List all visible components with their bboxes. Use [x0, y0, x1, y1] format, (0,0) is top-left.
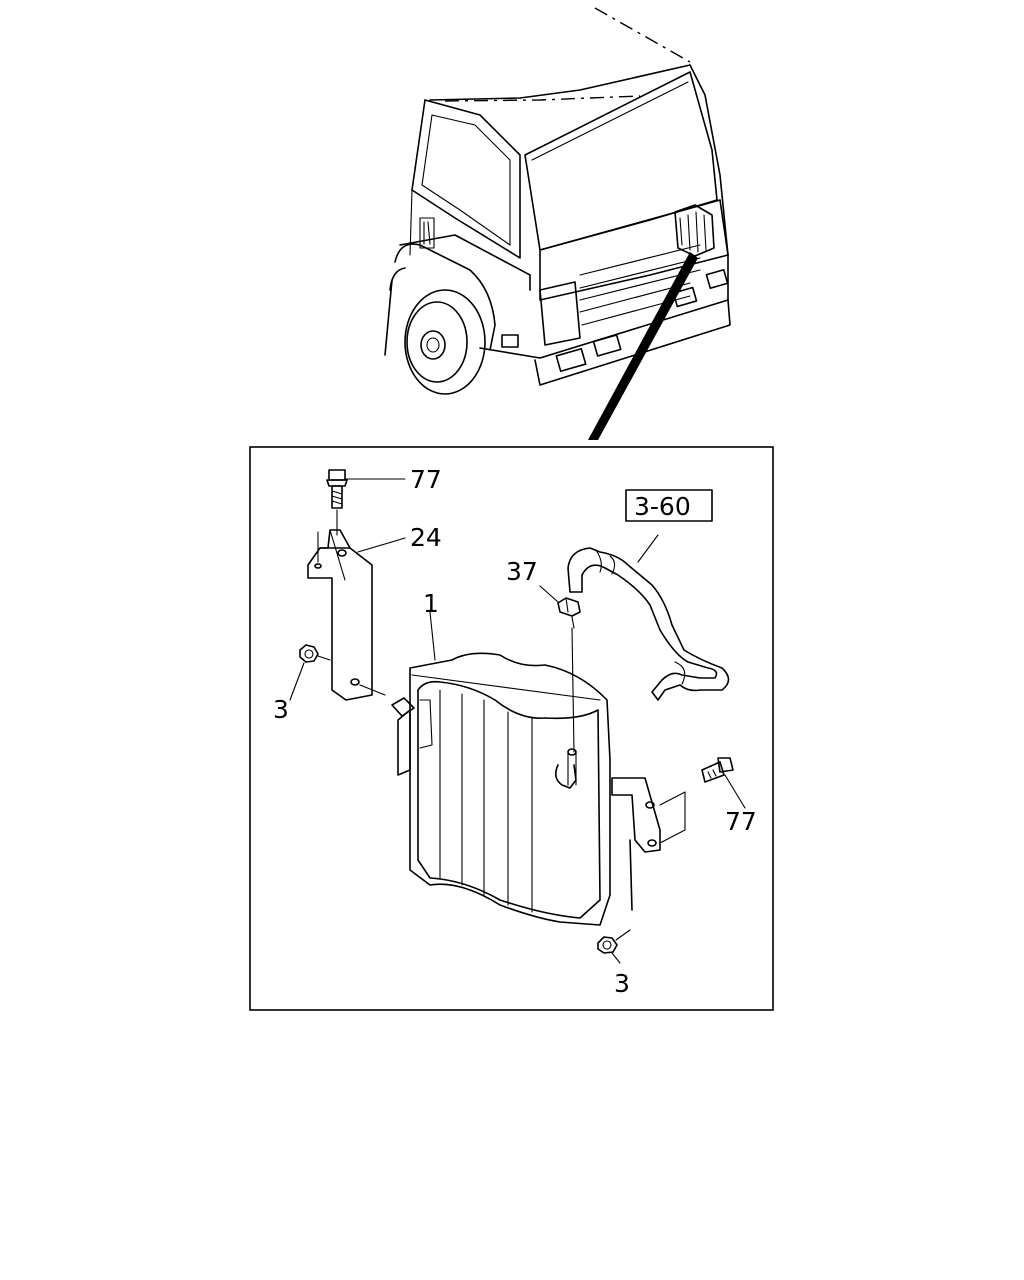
callout-bracket-left: 24 — [410, 523, 442, 552]
bolt-right — [701, 757, 746, 809]
washer-tank — [391, 611, 611, 926]
clip — [539, 585, 581, 753]
callout-nut-left: 3 — [273, 695, 289, 724]
callout-nut-bottom: 3 — [614, 969, 630, 998]
truck-cab-illustration — [384, 7, 731, 440]
callout-bolt-top: 77 — [410, 465, 442, 494]
callout-tank: 1 — [423, 589, 439, 618]
callout-hose-ref: 3-60 — [634, 492, 691, 521]
hose — [567, 534, 730, 701]
bracket-left — [307, 529, 406, 701]
callout-bolt-right: 77 — [725, 807, 757, 836]
bolt-top — [326, 469, 406, 536]
nut-bottom — [597, 929, 631, 964]
nut-left — [289, 644, 331, 701]
detail-frame — [249, 446, 774, 1011]
bracket-right — [611, 777, 686, 911]
callout-clip: 37 — [506, 557, 538, 586]
hose-ref-box: 3-60 — [625, 489, 713, 522]
